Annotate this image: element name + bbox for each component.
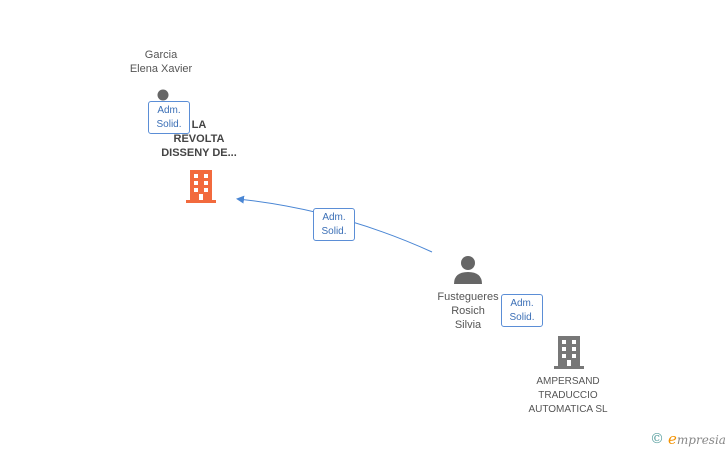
building-icon[interactable] [553, 334, 585, 375]
badge-line: Adm. [510, 298, 534, 309]
node-label-la-revolta[interactable]: LA REVOLTA DISSENY DE... [161, 119, 237, 159]
badge-line: Solid. [156, 119, 182, 130]
node-label-garcia[interactable]: Garcia Elena Xavier [129, 49, 193, 75]
copyright-icon: © [650, 431, 664, 447]
logo-letter: e [668, 430, 677, 448]
logo-text: mpresia [676, 433, 726, 447]
badge-line: Solid. [509, 312, 535, 323]
role-badge-garcia[interactable]: Adm. Solid. [148, 101, 190, 134]
badge-line: Adm. [157, 105, 181, 116]
node-label-ampersand[interactable]: AMPERSAND TRADUCCIO AUTOMATICA SL [528, 376, 608, 415]
badge-line: Solid. [321, 226, 347, 237]
person-icon[interactable] [453, 254, 483, 289]
empresia-logo: © empresia [650, 430, 726, 448]
role-badge-fustegueres-ampersand[interactable]: Adm. Solid. [501, 294, 543, 327]
building-icon[interactable] [185, 168, 217, 209]
node-label-fustegueres[interactable]: Fustegueres Rosich Silvia [437, 291, 499, 331]
badge-line: Adm. [322, 212, 346, 223]
role-badge-fustegueres-revolta[interactable]: Adm. Solid. [313, 208, 355, 241]
